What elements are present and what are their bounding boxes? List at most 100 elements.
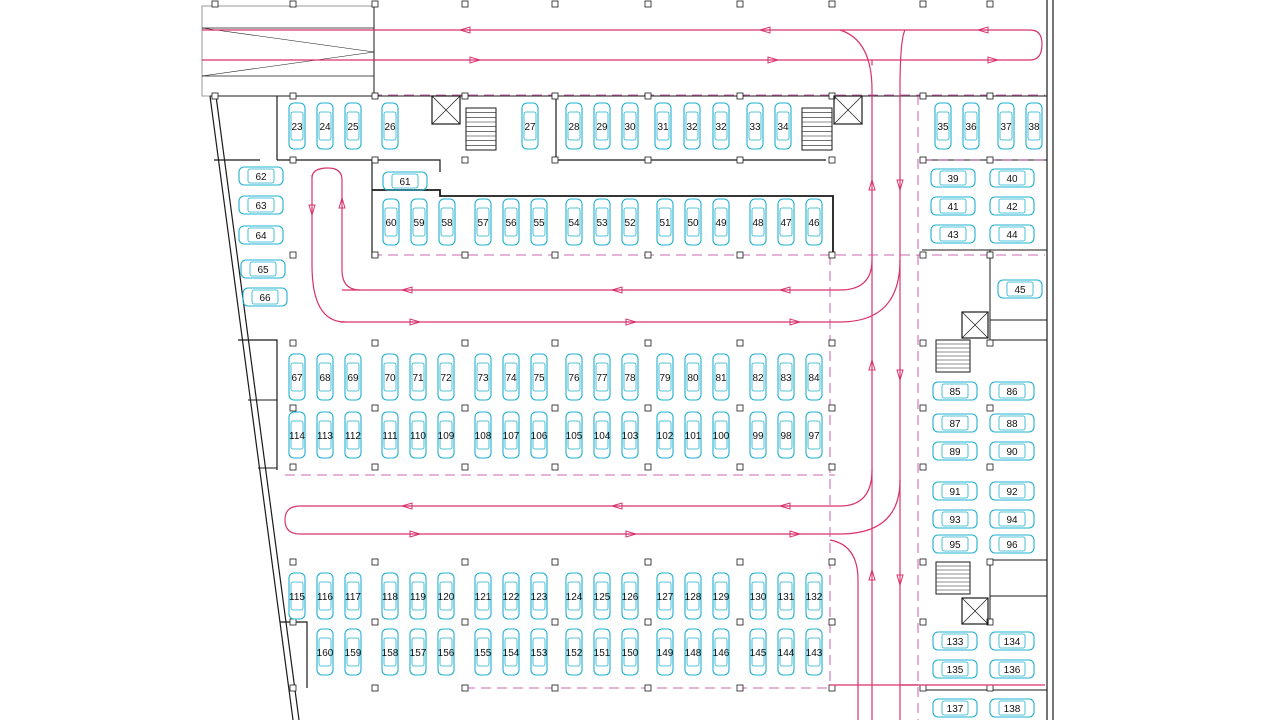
car-outline [502, 572, 520, 620]
column [551, 156, 559, 164]
stairwells [431, 95, 989, 625]
car-outline [316, 628, 334, 676]
parking-stall: 150 [621, 628, 639, 676]
car-cabin [623, 637, 637, 667]
parking-stall: 96 [989, 534, 1035, 554]
parking-stall: 28 [565, 102, 583, 150]
car-cabin [290, 420, 304, 450]
car-cabin [939, 170, 967, 186]
route-arrow [896, 574, 904, 587]
car-cabin [247, 197, 275, 213]
stall-number: 80 [687, 373, 699, 384]
parking-stall: 107 [502, 411, 520, 459]
parking-stall: 36 [962, 102, 980, 150]
car-outline [474, 572, 492, 620]
column [289, 156, 297, 164]
car-outline [530, 411, 548, 459]
stall-number: 76 [568, 373, 580, 384]
car-cabin [504, 581, 518, 611]
car-outline [344, 353, 362, 401]
stall-number: 146 [713, 648, 730, 659]
car-cabin [998, 483, 1026, 499]
stall-number: 90 [1006, 447, 1018, 458]
stall-number: 121 [475, 592, 492, 603]
column [461, 558, 469, 566]
parking-stall: 66 [242, 287, 288, 307]
car-cabin [998, 511, 1026, 527]
parking-stall: 61 [382, 171, 428, 191]
car-outline [530, 198, 548, 246]
column [289, 404, 297, 412]
car-outline [932, 481, 978, 501]
parking-stall: 59 [410, 198, 428, 246]
column [919, 618, 927, 626]
stall-number: 133 [947, 637, 964, 648]
stall-number: 108 [475, 431, 492, 442]
stair-outline [801, 107, 833, 151]
parking-stall: 114 [288, 411, 306, 459]
elevator-mid [961, 311, 989, 339]
route-arrow [789, 530, 802, 538]
parking-stall: 77 [593, 353, 611, 401]
stall-number: 113 [317, 431, 333, 442]
outer-wall [209, 95, 294, 720]
stall-number: 33 [749, 122, 761, 133]
car-outline [932, 698, 978, 718]
car-outline [238, 195, 284, 215]
car-outline [437, 572, 455, 620]
stall-number: 48 [752, 218, 764, 229]
car-outline [805, 411, 823, 459]
stall-number: 102 [657, 431, 674, 442]
parking-stall: 93 [932, 509, 978, 529]
parking-stall: 52 [621, 198, 639, 246]
car-cabin [998, 443, 1026, 459]
column [289, 339, 297, 347]
column [644, 0, 652, 8]
parking-stall: 111 [381, 411, 399, 459]
car-cabin [383, 420, 397, 450]
parking-stall: 136 [989, 659, 1035, 679]
route-arrow [400, 286, 413, 294]
car-cabin [686, 207, 700, 237]
stall-number: 78 [624, 373, 636, 384]
stall-number: 67 [291, 373, 303, 384]
car-outline [989, 196, 1035, 216]
car-cabin [251, 289, 279, 305]
elevator-cross [833, 95, 863, 125]
parking-stall: 47 [777, 198, 795, 246]
car-outline [989, 509, 1035, 529]
car-outline [777, 198, 795, 246]
column [461, 684, 469, 692]
car-cabin [623, 207, 637, 237]
car-cabin [440, 207, 454, 237]
stall-number: 134 [1004, 637, 1021, 648]
side-wall [280, 621, 308, 688]
stair-outline [465, 107, 497, 151]
stall-number: 56 [505, 218, 517, 229]
route-arrow [409, 318, 422, 326]
parking-stall: 159 [344, 628, 362, 676]
column [986, 463, 994, 471]
parking-stall: 34 [774, 102, 792, 150]
parking-stall: 64 [238, 225, 284, 245]
stall-number: 63 [255, 201, 267, 212]
car-cabin [411, 581, 425, 611]
car-outline [593, 572, 611, 620]
stall-number: 74 [505, 373, 517, 384]
stall-number: 29 [596, 122, 608, 133]
car-cabin [748, 111, 762, 141]
car-cabin [439, 362, 453, 392]
stall-number: 64 [255, 231, 267, 242]
car-cabin [714, 362, 728, 392]
car-cabin [807, 420, 821, 450]
parking-stall: 84 [805, 353, 823, 401]
car-outline [684, 628, 702, 676]
column [644, 404, 652, 412]
route-lower [300, 469, 873, 507]
column [644, 618, 652, 626]
column [736, 0, 744, 8]
car-outline [989, 534, 1035, 554]
stall-number: 57 [477, 218, 489, 229]
